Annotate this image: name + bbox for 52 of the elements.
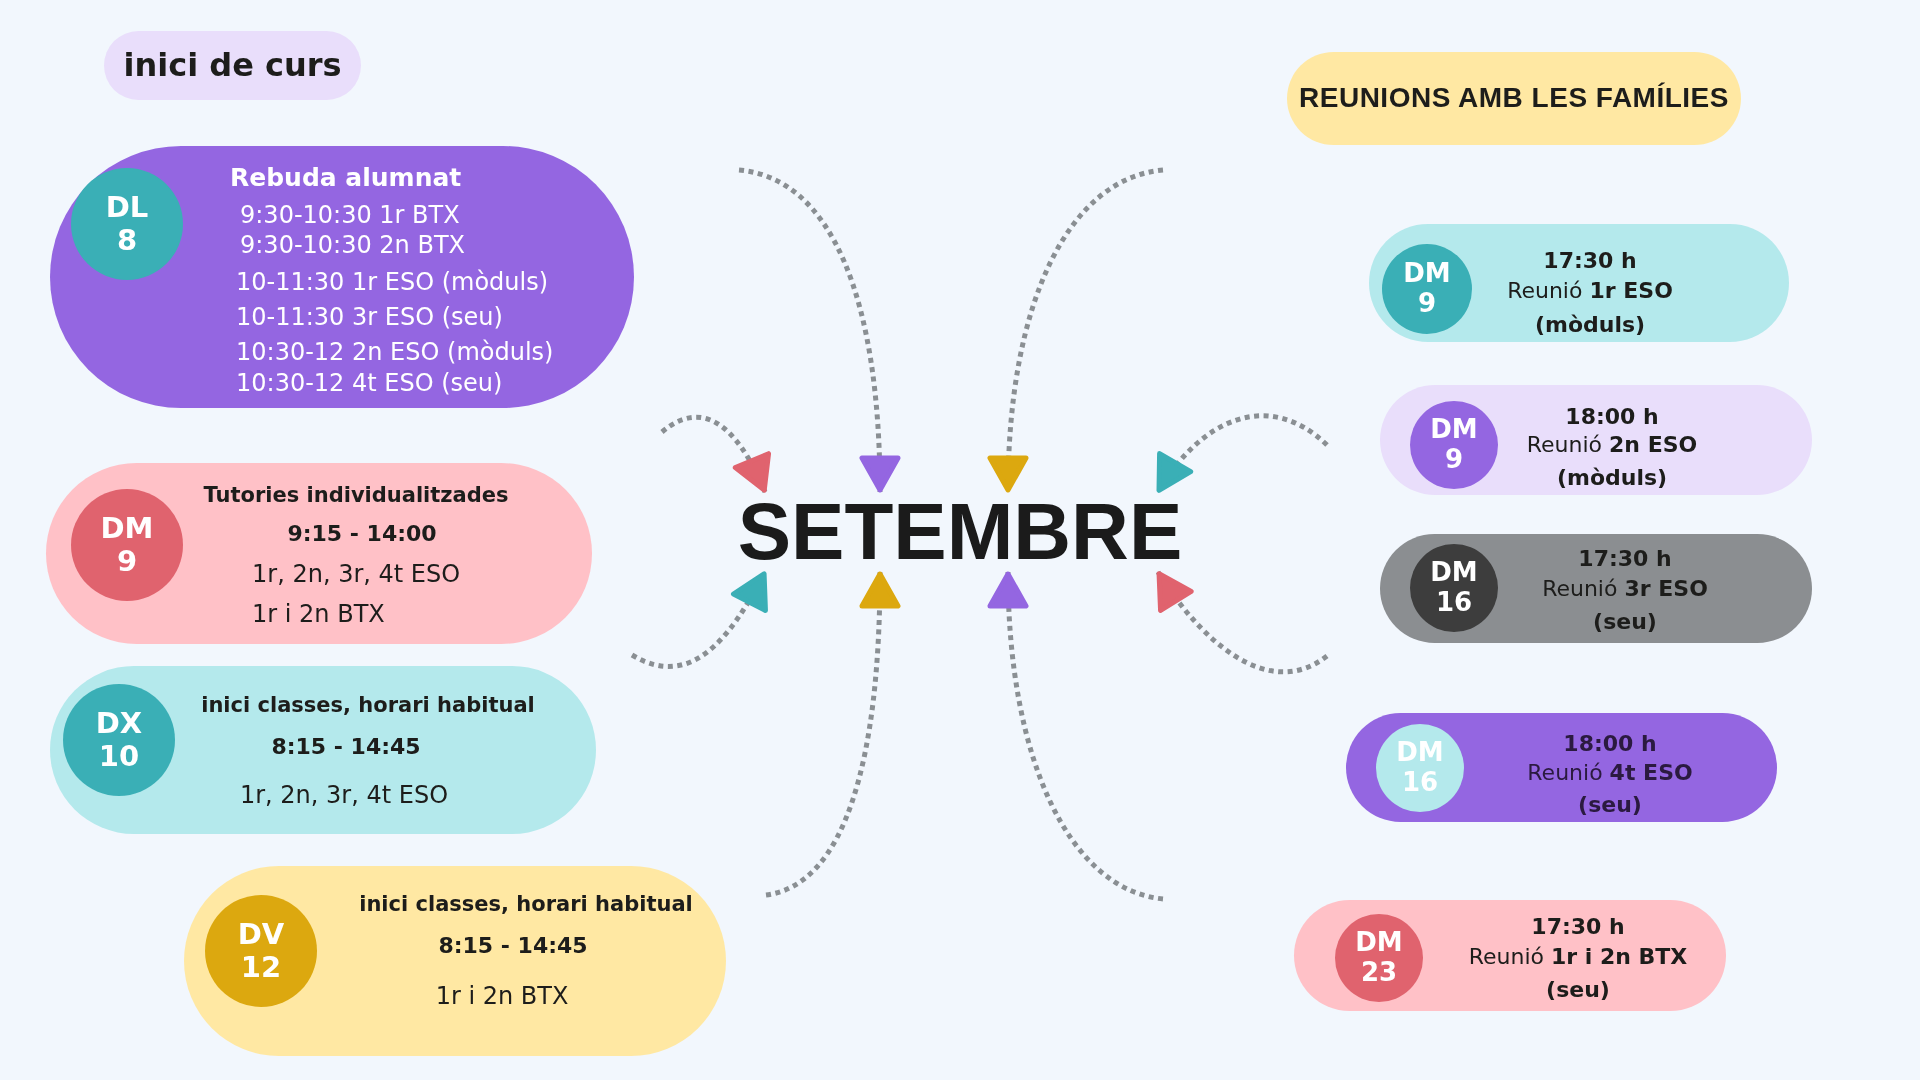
schedule-line: 9:30-10:30 2n BTX bbox=[240, 230, 466, 260]
date-badge: DL 8 bbox=[71, 168, 183, 280]
course-list: 1r i 2n BTX bbox=[435, 981, 569, 1011]
date-badge: DM 9 bbox=[1410, 401, 1498, 489]
meeting-time: 18:00 h bbox=[1563, 730, 1657, 758]
date-badge: DM 16 bbox=[1410, 544, 1498, 632]
course-list: 1r i 2n BTX bbox=[252, 599, 385, 629]
meeting-time: 17:30 h bbox=[1578, 545, 1672, 573]
event-title: inici classes, horari habitual bbox=[359, 892, 693, 918]
month-title: SETEMBRE bbox=[737, 492, 1183, 572]
schedule-line: 10:30-12 2n ESO (mòduls) bbox=[236, 337, 554, 367]
event-title: inici classes, horari habitual bbox=[201, 693, 535, 719]
venue-note: (mòduls) bbox=[1556, 464, 1668, 492]
event-title: Rebuda alumnat bbox=[230, 163, 462, 193]
meeting-time: 17:30 h bbox=[1543, 247, 1637, 275]
course-list: 1r, 2n, 3r, 4t ESO bbox=[252, 559, 461, 589]
schedule-line: 10-11:30 3r ESO (seu) bbox=[236, 302, 503, 332]
venue-note: (seu) bbox=[1593, 608, 1657, 636]
date-badge: DM 9 bbox=[71, 489, 183, 601]
schedule-line: 10-11:30 1r ESO (mòduls) bbox=[236, 267, 549, 297]
section-header: REUNIONS AMB LES FAMÍLIES bbox=[1287, 52, 1741, 145]
event-title: Tutories individualitzades bbox=[203, 483, 509, 509]
date-badge: DM 9 bbox=[1382, 244, 1472, 334]
dotted-arrow bbox=[660, 414, 770, 494]
course-list: 1r, 2n, 3r, 4t ESO bbox=[239, 780, 449, 810]
meeting-time: 18:00 h bbox=[1565, 403, 1659, 431]
meeting-time: 17:30 h bbox=[1531, 913, 1625, 941]
date-badge: DX 10 bbox=[63, 684, 175, 796]
dotted-arrow bbox=[1155, 570, 1329, 675]
section-header: inici de curs bbox=[104, 31, 361, 100]
date-badge: DM 16 bbox=[1376, 724, 1464, 812]
schedule-line: 9:30-10:30 1r BTX bbox=[240, 200, 460, 230]
dotted-arrow bbox=[630, 570, 768, 669]
date-badge: DV 12 bbox=[205, 895, 317, 1007]
dotted-arrow bbox=[1155, 413, 1329, 494]
time-range: 8:15 - 14:45 bbox=[438, 932, 588, 960]
meeting-groups: Reunió 4t ESO bbox=[1527, 759, 1693, 787]
meeting-groups: Reunió 1r i 2n BTX bbox=[1468, 943, 1688, 971]
dotted-arrow bbox=[765, 571, 900, 898]
venue-note: (seu) bbox=[1578, 791, 1642, 819]
dotted-arrow bbox=[988, 167, 1164, 493]
meeting-groups: Reunió 2n ESO bbox=[1526, 431, 1698, 459]
dotted-arrow bbox=[738, 167, 900, 493]
meeting-groups: Reunió 3r ESO bbox=[1542, 575, 1708, 603]
meeting-groups: Reunió 1r ESO bbox=[1507, 277, 1673, 305]
venue-note: (mòduls) bbox=[1534, 311, 1646, 339]
time-range: 8:15 - 14:45 bbox=[271, 733, 421, 761]
schedule-line: 10:30-12 4t ESO (seu) bbox=[236, 368, 503, 398]
dotted-arrow bbox=[988, 571, 1164, 902]
venue-note: (seu) bbox=[1546, 976, 1610, 1004]
time-range: 9:15 - 14:00 bbox=[287, 520, 437, 548]
date-badge: DM 23 bbox=[1335, 914, 1423, 1002]
